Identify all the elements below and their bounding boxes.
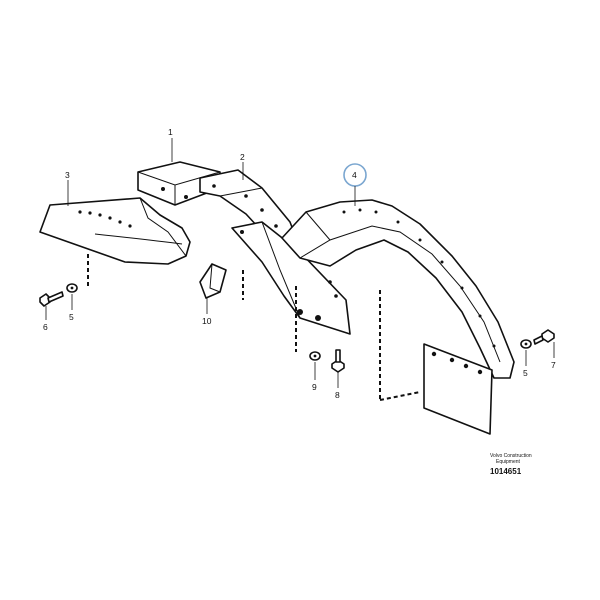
- callout-3: 3: [65, 170, 70, 180]
- washer-bottom: [309, 351, 321, 361]
- callout-5-right: 5: [523, 368, 528, 378]
- callout-2: 2: [240, 152, 245, 162]
- callout-10: 10: [202, 316, 212, 326]
- rear-fender: [281, 199, 515, 379]
- callout-9: 9: [312, 382, 317, 392]
- washer-right: [520, 339, 532, 349]
- drawing-number: 1014651: [490, 467, 522, 476]
- front-fender-shell: [39, 197, 191, 265]
- leader-lines: [45, 138, 555, 388]
- bolt-right: [533, 329, 555, 345]
- bolt-left: [39, 291, 64, 307]
- callout-7: 7: [551, 360, 556, 370]
- clip-bracket: [199, 263, 227, 299]
- mud-flap: [423, 343, 493, 435]
- callout-4: 4: [352, 170, 357, 180]
- company-name-line2: Equipment: [496, 459, 521, 465]
- callout-5-left: 5: [69, 312, 74, 322]
- callout-6: 6: [43, 322, 48, 332]
- bolt-bottom: [331, 349, 345, 373]
- callout-8: 8: [335, 390, 340, 400]
- side-bracket-plate: [231, 221, 351, 335]
- company-name-line1: Volvo Construction: [490, 453, 532, 459]
- alignment-lines: [87, 254, 421, 401]
- washer-left: [66, 283, 78, 293]
- callout-1: 1: [168, 127, 173, 137]
